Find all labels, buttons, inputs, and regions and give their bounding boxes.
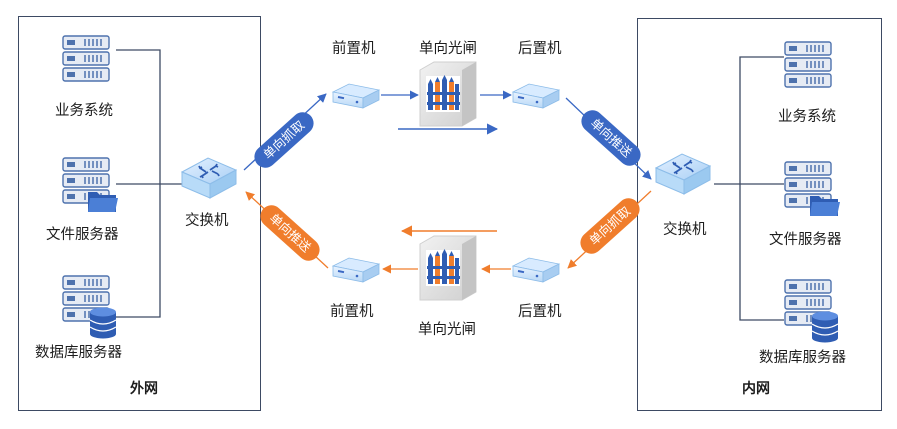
outer-business-server-icon — [62, 35, 110, 82]
bottom-front-machine-label: 前置机 — [330, 304, 374, 320]
bottom-gate-label: 单向光闸 — [418, 322, 476, 338]
outer-database-icon — [89, 306, 117, 340]
inner-database-server-label: 数据库服务器 — [759, 350, 846, 366]
top-gate-label: 单向光闸 — [419, 41, 477, 57]
inner-folder-icon — [810, 196, 840, 216]
bottom-push-pill: 单向推送 — [260, 205, 320, 261]
top-front-machine-label: 前置机 — [332, 41, 376, 57]
outer-network-zone — [18, 16, 261, 411]
inner-business-system-label: 业务系统 — [778, 109, 836, 125]
outer-folder-icon — [88, 192, 118, 212]
inner-business-server-icon — [784, 41, 832, 88]
inner-database-icon — [811, 310, 839, 344]
inner-file-server-label: 文件服务器 — [769, 232, 842, 248]
bottom-gate-icon — [419, 235, 477, 301]
outer-switch-icon — [181, 157, 237, 199]
bottom-rear-machine-icon — [512, 257, 560, 283]
top-gate-icon — [419, 61, 477, 127]
bottom-rear-machine-label: 后置机 — [518, 304, 562, 320]
top-rear-machine-label: 后置机 — [518, 41, 562, 57]
outer-database-server-label: 数据库服务器 — [35, 345, 122, 361]
outer-network-label: 外网 — [130, 381, 158, 397]
outer-switch-label: 交换机 — [185, 213, 229, 229]
top-grab-pill: 单向抓取 — [254, 112, 314, 168]
top-rear-machine-icon — [512, 83, 560, 109]
inner-network-label: 内网 — [742, 381, 770, 397]
top-push-pill: 单向推送 — [581, 110, 641, 166]
outer-file-server-label: 文件服务器 — [46, 227, 119, 243]
inner-switch-label: 交换机 — [663, 222, 707, 238]
inner-network-zone — [637, 18, 882, 411]
bottom-grab-pill: 单向抓取 — [580, 198, 640, 254]
outer-business-system-label: 业务系统 — [55, 103, 113, 119]
inner-bus-line — [739, 56, 784, 321]
inner-switch-icon — [655, 153, 711, 195]
bottom-front-machine-icon — [332, 257, 380, 283]
top-front-machine-icon — [332, 83, 380, 109]
